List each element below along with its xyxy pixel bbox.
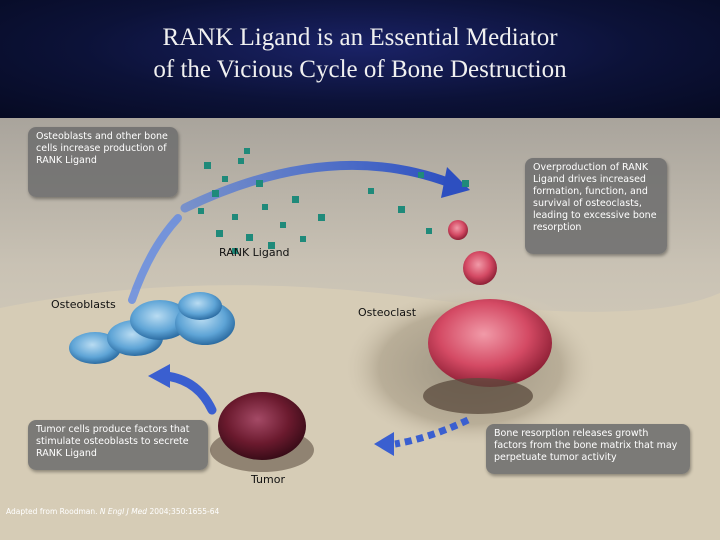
arrow-tumor-to-osteoblasts [161, 371, 217, 415]
osteoblast-cells [69, 292, 235, 364]
arrow-head-left [148, 364, 170, 388]
callout-top-left: Osteoblasts and other bone cells increas… [28, 127, 178, 197]
label-osteoclast: Osteoclast [358, 306, 417, 319]
citation-journal: N Engl J Med [99, 507, 148, 516]
title-line-1: RANK Ligand is an Essential Mediator [162, 24, 558, 51]
label-rank-ligand: RANK Ligand [219, 246, 290, 259]
arrow-head-top [441, 167, 470, 198]
arrow-head-bottom [374, 432, 394, 456]
arrow-osteoclast-to-tumor [394, 416, 470, 448]
citation-suffix: 2004;350:1655-64 [147, 507, 220, 516]
citation-prefix: Adapted from Roodman. [6, 507, 100, 516]
callout-bottom-left: Tumor cells produce factors that stimula… [28, 420, 208, 470]
osteoclast-precursor-small [448, 220, 468, 240]
label-osteoblasts: Osteoblasts [51, 298, 116, 311]
citation: Adapted from Roodman. N Engl J Med 2004;… [6, 507, 219, 517]
callout-top-right: Overproduction of RANK Ligand drives inc… [525, 158, 667, 254]
callout-bottom-right: Bone resorption releases growth factors … [486, 424, 690, 474]
osteoclast-cell [423, 299, 552, 414]
bone-surface [0, 285, 720, 540]
label-tumor: Tumor [251, 473, 285, 486]
slide-title: RANK Ligand is an Essential Mediator of … [0, 22, 720, 86]
osteoclast-precursor-large [463, 251, 497, 285]
tumor-mass [210, 392, 314, 472]
title-line-2: of the Vicious Cycle of Bone Destruction [153, 56, 567, 83]
header-banner: RANK Ligand is an Essential Mediator of … [0, 0, 720, 118]
rank-ligand-particles [198, 148, 469, 254]
arrow-left-up [128, 214, 182, 304]
